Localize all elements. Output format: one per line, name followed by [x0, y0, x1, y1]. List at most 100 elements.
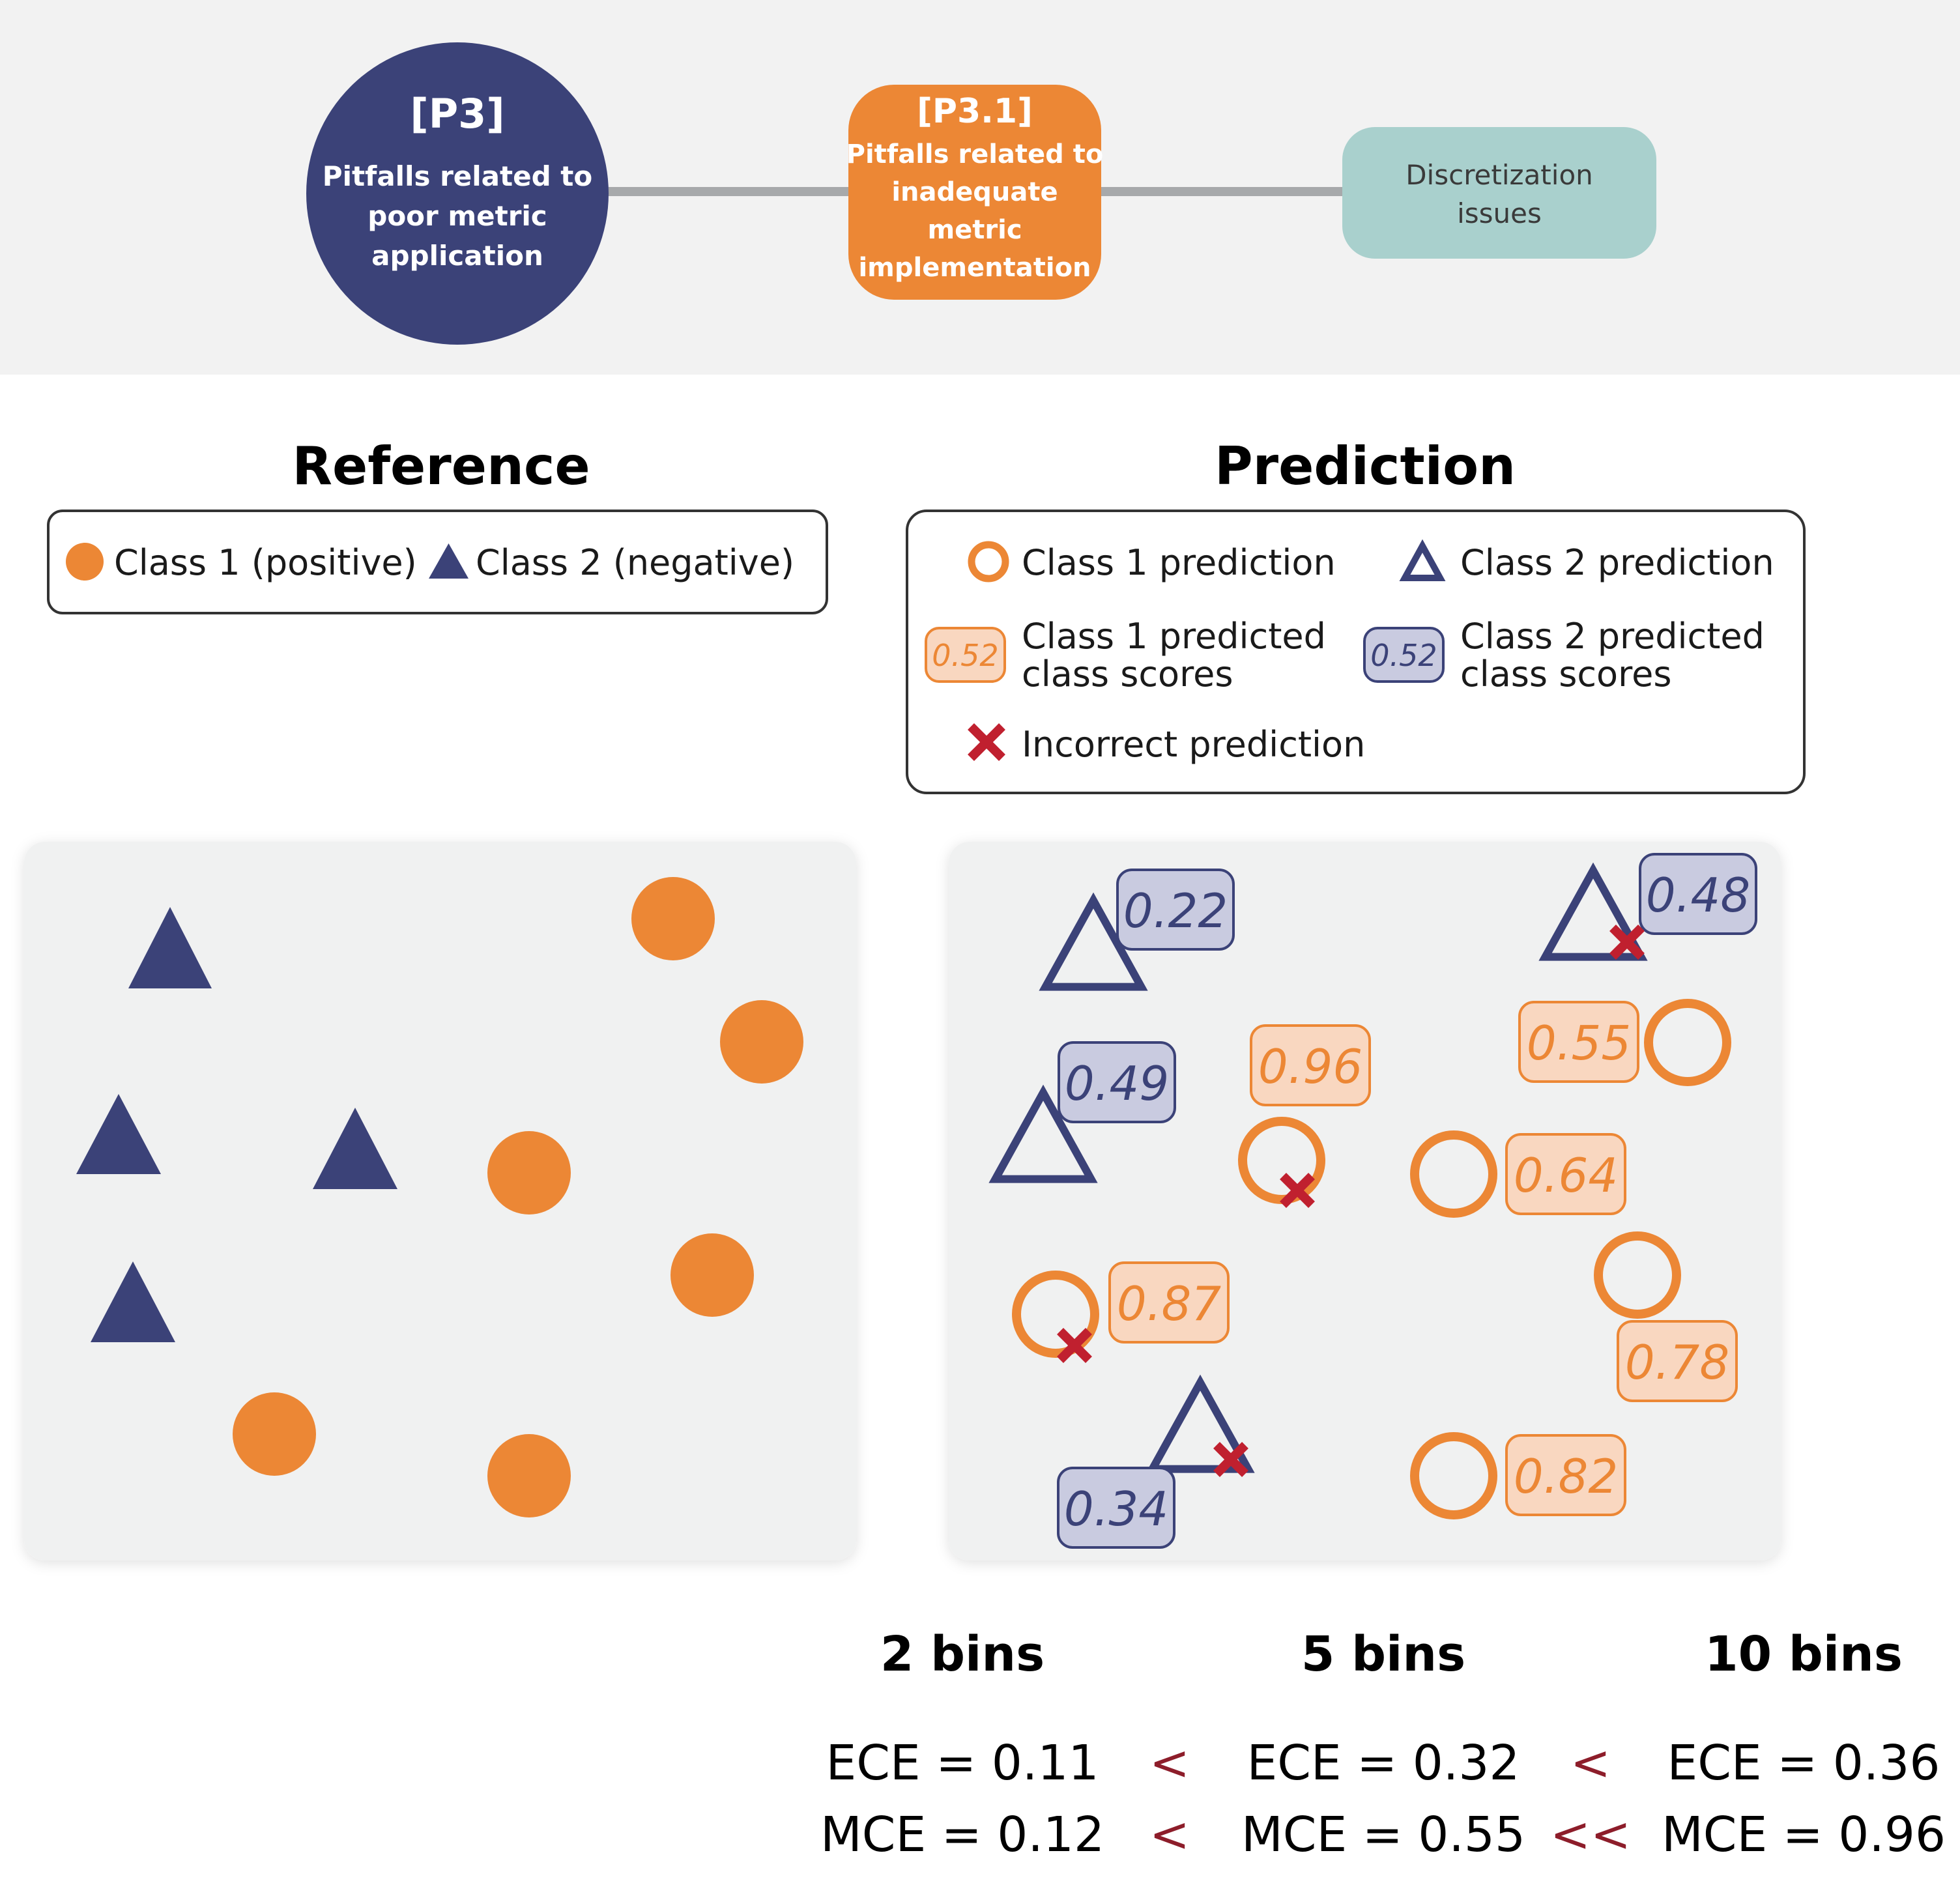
score-box — [1250, 1024, 1371, 1106]
legend-class2-icon — [429, 543, 468, 579]
mce-comparator-1: < — [1149, 1807, 1190, 1863]
p3-line-1: Pitfalls related to — [323, 160, 592, 192]
prediction-item: 0.64 — [1410, 1130, 1626, 1218]
bin-label-10: 10 bins — [1705, 1626, 1903, 1682]
legend-class1-icon — [66, 543, 104, 581]
cross-stroke — [1213, 1442, 1248, 1477]
incorrect-cross-icon — [1057, 1328, 1092, 1363]
ece-comparator-2: < — [1570, 1735, 1611, 1791]
prediction-item: 0.55 — [1518, 999, 1731, 1086]
score-label: 0.22 — [1123, 884, 1228, 938]
score-box — [1116, 869, 1235, 951]
score-box — [1058, 1041, 1176, 1123]
p31-line-3: metric — [927, 215, 1022, 245]
p3-line-2: poor metric — [368, 200, 547, 232]
score-box — [1518, 1001, 1639, 1083]
pred-circle — [1012, 1271, 1099, 1358]
pred-triangle — [988, 1084, 1098, 1183]
score-label: 0.49 — [1065, 1056, 1169, 1111]
mce-2-bins: MCE = 0.12 — [820, 1807, 1104, 1863]
mce-comparator-2: << — [1550, 1807, 1631, 1863]
bin-label-5: 5 bins — [1301, 1626, 1465, 1682]
ece-comparator-1: < — [1149, 1735, 1190, 1791]
legend-class1-pred-icon — [968, 541, 1009, 582]
p31-node — [848, 85, 1101, 300]
ref-circle — [233, 1392, 316, 1476]
legend-class2-label: Class 2 (negative) — [476, 542, 794, 583]
score-label: 0.78 — [1625, 1335, 1729, 1390]
prediction-item: 0.49 — [988, 1041, 1176, 1183]
legend-class1-scores-line-1: Class 1 predicted — [1022, 616, 1326, 657]
prediction-item: 0.82 — [1410, 1432, 1626, 1519]
legend-class2-score-sample: 0.52 — [1370, 638, 1437, 673]
ref-triangle — [76, 1094, 161, 1174]
pred-circle — [1594, 1231, 1681, 1319]
legend-class2-pred-icon — [1399, 539, 1446, 581]
score-label: 0.64 — [1514, 1148, 1618, 1203]
incorrect-cross-icon — [1609, 925, 1645, 960]
bin-label-2: 2 bins — [880, 1626, 1045, 1682]
ref-triangle — [128, 907, 212, 988]
pred-triangle — [1039, 892, 1148, 991]
ref-circle — [487, 1131, 571, 1215]
pred-circle — [1644, 999, 1731, 1086]
prediction-panel — [949, 842, 1781, 1560]
reference-title: Reference — [292, 436, 590, 496]
legend-class1-scores-line-2: class scores — [1022, 654, 1233, 695]
mce-10-bins: MCE = 0.96 — [1662, 1807, 1946, 1863]
p3-code: [P3] — [410, 90, 504, 137]
ref-circle — [487, 1434, 571, 1517]
score-box — [1639, 853, 1757, 935]
discretization-node — [1342, 127, 1656, 259]
mce-5-bins: MCE = 0.55 — [1241, 1807, 1525, 1863]
p3-node — [306, 42, 609, 345]
ref-circle — [631, 877, 715, 960]
pred-circle — [1410, 1432, 1497, 1519]
score-label: 0.96 — [1258, 1039, 1362, 1094]
pred-circle — [1238, 1117, 1325, 1204]
legend-incorrect-icon — [968, 723, 1005, 761]
pred-circle — [1410, 1130, 1497, 1218]
p3-line-3: application — [371, 240, 543, 272]
legend-class1-pred-label: Class 1 prediction — [1022, 542, 1336, 583]
cross-stroke — [1280, 1173, 1315, 1208]
score-box — [1505, 1434, 1626, 1516]
score-label: 0.55 — [1527, 1016, 1631, 1071]
legend-class1-score-swatch — [925, 627, 1006, 683]
prediction-items: 0.22 0.48 0.49 0.96 0.55 0.64 0.87 0.78 0.34 0.82 — [988, 853, 1757, 1549]
discretization-line-1: Discretization — [1405, 159, 1593, 191]
p31-line-2: inadequate — [891, 177, 1058, 207]
ref-triangle — [313, 1108, 397, 1189]
prediction-legend — [906, 510, 1806, 794]
legend-class1-score-sample: 0.52 — [932, 638, 998, 673]
incorrect-cross-icon — [1213, 1442, 1248, 1477]
cross-stroke — [1609, 925, 1645, 960]
legend-class2-score-swatch — [1363, 627, 1445, 683]
p31-code: [P3.1] — [917, 92, 1033, 131]
prediction-item: 0.78 — [1594, 1231, 1738, 1402]
score-label: 0.34 — [1064, 1482, 1168, 1536]
bins-row: 2 bins 5 bins 10 bins ECE = 0.11 ECE = 0… — [820, 1626, 1946, 1863]
ref-triangle — [91, 1261, 175, 1342]
legend-class2-pred-label: Class 2 prediction — [1460, 542, 1774, 583]
ref-circle — [720, 1000, 803, 1084]
p31-line-1: Pitfalls related to — [846, 139, 1104, 169]
score-box — [1108, 1261, 1230, 1344]
pred-triangle — [1146, 1374, 1255, 1473]
score-label: 0.87 — [1117, 1276, 1222, 1331]
ece-2-bins: ECE = 0.11 — [826, 1735, 1099, 1791]
prediction-item: 0.87 — [1012, 1261, 1230, 1358]
score-box — [1057, 1467, 1175, 1549]
pred-triangle — [1538, 862, 1648, 961]
prediction-item: 0.48 — [1538, 853, 1757, 961]
legend-class2-scores-line-2: class scores — [1460, 654, 1671, 695]
incorrect-cross-icon — [1280, 1173, 1315, 1208]
legend-class1-label: Class 1 (positive) — [114, 542, 417, 583]
cross-stroke — [1057, 1328, 1092, 1363]
discretization-line-2: issues — [1457, 197, 1542, 229]
prediction-item: 0.22 — [1039, 869, 1235, 991]
score-box — [1617, 1320, 1738, 1402]
prediction-item: 0.96 — [1238, 1024, 1371, 1204]
score-label: 0.82 — [1514, 1449, 1618, 1504]
